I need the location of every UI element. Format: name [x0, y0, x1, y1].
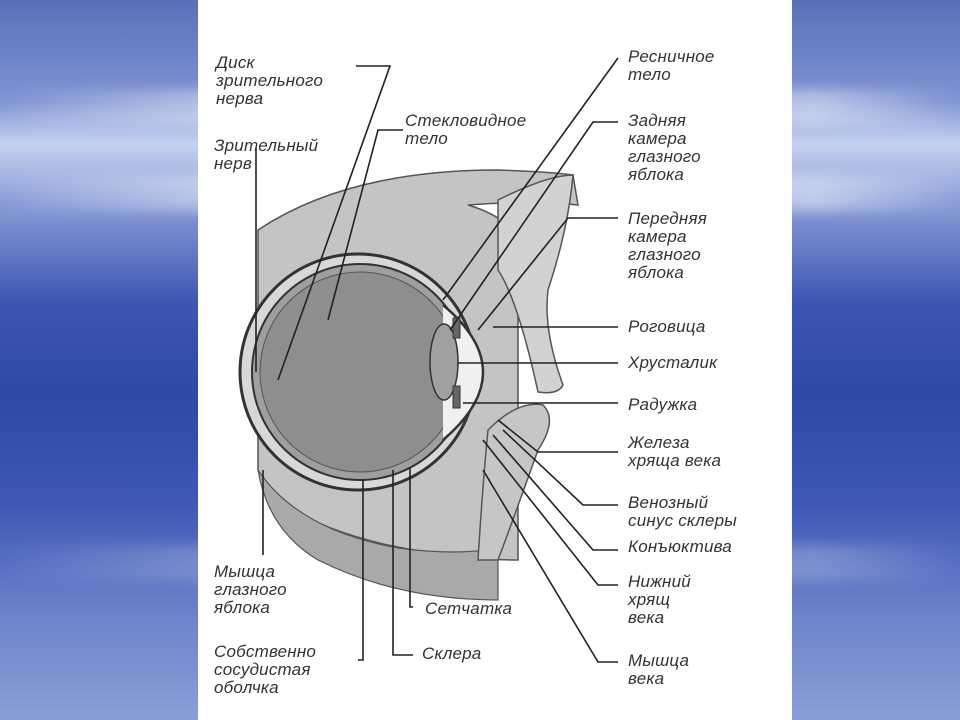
label-iris: Радужка — [628, 395, 698, 414]
lower-eyelid — [477, 403, 551, 561]
label-retina: Сетчатка — [425, 599, 513, 618]
iris-shape — [452, 317, 461, 409]
lens-shape — [429, 323, 459, 401]
label-conjunctiva: Конъюктива — [628, 537, 732, 556]
lower-tissue — [257, 469, 499, 601]
upper-eyelid — [497, 174, 574, 394]
eye-cross-section-diagram — [238, 57, 619, 663]
label-lens: Хрусталик — [628, 353, 718, 372]
label-cornea: Роговица — [628, 317, 706, 336]
leader-lines — [255, 57, 619, 663]
label-sclera: Склера — [422, 644, 482, 663]
